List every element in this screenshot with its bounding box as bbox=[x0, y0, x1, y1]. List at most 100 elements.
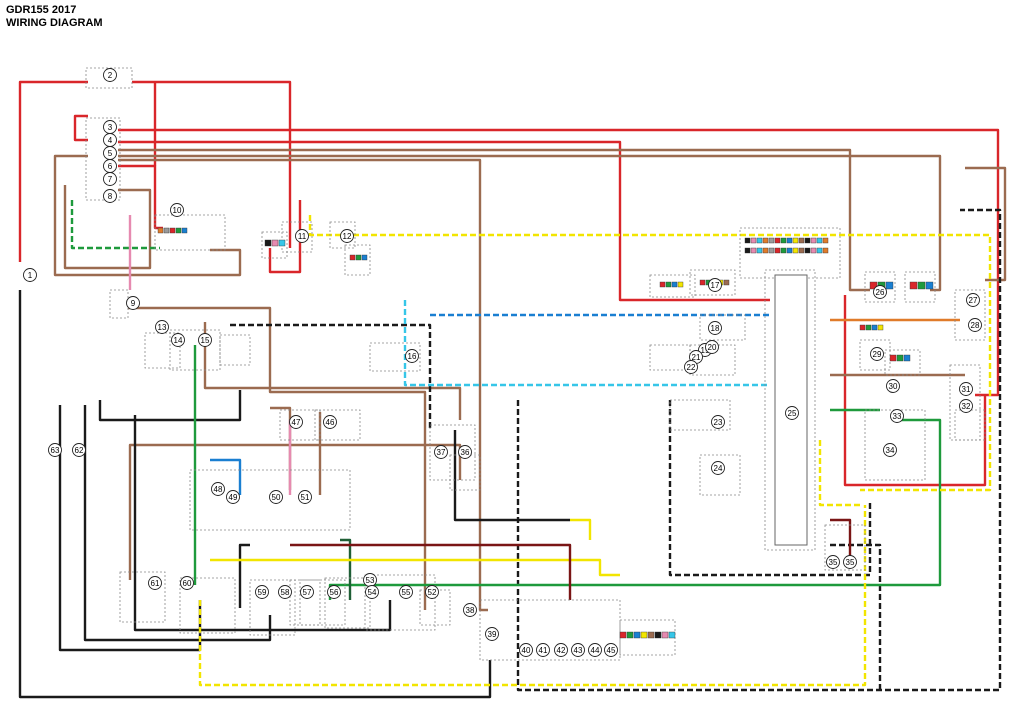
callout-number: 48 bbox=[214, 485, 223, 494]
callout-number: 15 bbox=[201, 336, 210, 345]
connector-pin bbox=[816, 247, 823, 254]
component-callout-29: 29 bbox=[870, 347, 884, 361]
wire-brown bbox=[128, 306, 427, 610]
connector-pin bbox=[169, 227, 176, 234]
wire-maroon bbox=[290, 543, 572, 600]
connector-pin bbox=[822, 247, 829, 254]
component-callout-35: 35 bbox=[843, 555, 857, 569]
callout-number: 18 bbox=[711, 324, 720, 333]
component-callout-23: 23 bbox=[711, 415, 725, 429]
component-callout-50: 50 bbox=[269, 490, 283, 504]
connector-outline bbox=[689, 269, 736, 296]
wire-brown bbox=[118, 158, 488, 612]
connector-outline bbox=[699, 314, 746, 341]
component-callout-61: 61 bbox=[148, 576, 162, 590]
component-callout-44: 44 bbox=[588, 643, 602, 657]
callout-number: 42 bbox=[557, 646, 566, 655]
connector-outline bbox=[189, 469, 351, 531]
connector-outline bbox=[249, 579, 296, 636]
diagram-title: WIRING DIAGRAM bbox=[6, 17, 103, 29]
wire-yellow bbox=[818, 440, 860, 507]
wire-brown bbox=[965, 166, 1007, 282]
connector-outline bbox=[329, 221, 356, 249]
callout-number: 50 bbox=[272, 493, 281, 502]
component-callout-53: 53 bbox=[363, 573, 377, 587]
callout-number: 4 bbox=[108, 136, 113, 145]
wire-layer bbox=[18, 80, 1007, 699]
component-callout-2: 2 bbox=[103, 68, 117, 82]
connector-pin bbox=[163, 227, 170, 234]
wire-red bbox=[18, 80, 88, 262]
connector-pin bbox=[917, 281, 926, 290]
wire-yellow bbox=[198, 505, 867, 687]
connector-pin bbox=[659, 281, 666, 288]
connector-pin bbox=[661, 631, 669, 639]
connector-pin bbox=[640, 631, 648, 639]
callout-number: 16 bbox=[408, 352, 417, 361]
wire-brown bbox=[203, 322, 462, 420]
connector-pin bbox=[175, 227, 182, 234]
component-callout-7: 7 bbox=[103, 172, 117, 186]
connector-outline bbox=[864, 271, 896, 303]
connector-pin bbox=[896, 354, 904, 362]
callout-number: 49 bbox=[229, 493, 238, 502]
connector-pin bbox=[822, 237, 829, 244]
wire-red bbox=[132, 80, 292, 248]
connector-outline bbox=[299, 579, 346, 626]
connector-pin bbox=[744, 247, 751, 254]
connector-pin bbox=[774, 237, 781, 244]
callout-number: 17 bbox=[711, 281, 720, 290]
callout-number: 10 bbox=[173, 206, 182, 215]
connector-pin bbox=[869, 281, 878, 290]
connector-outline bbox=[824, 524, 866, 571]
connector-pin bbox=[768, 237, 775, 244]
connector-outline bbox=[669, 399, 731, 431]
component-callout-37: 37 bbox=[434, 445, 448, 459]
callout-number: 44 bbox=[591, 646, 600, 655]
component-callout-18: 18 bbox=[708, 321, 722, 335]
wire-red bbox=[118, 128, 1000, 397]
component-callout-35: 35 bbox=[826, 555, 840, 569]
connector-outline bbox=[179, 577, 236, 634]
wire-brown bbox=[150, 443, 462, 480]
component-callout-47: 47 bbox=[289, 415, 303, 429]
callout-number: 3 bbox=[108, 123, 113, 132]
component-callout-51: 51 bbox=[298, 490, 312, 504]
connector-pin bbox=[668, 631, 676, 639]
connector-pin bbox=[792, 247, 799, 254]
connector-outline bbox=[281, 221, 313, 253]
connector-pin bbox=[816, 237, 823, 244]
callout-number: 40 bbox=[522, 646, 531, 655]
connector-outline bbox=[154, 214, 226, 251]
callout-number: 62 bbox=[75, 446, 84, 455]
callout-number: 32 bbox=[962, 402, 971, 411]
connector-pin bbox=[768, 247, 775, 254]
callout-number: 27 bbox=[969, 296, 978, 305]
callout-number: 11 bbox=[298, 232, 307, 241]
title-block: GDR155 2017 WIRING DIAGRAM bbox=[6, 4, 103, 30]
callout-number: 5 bbox=[108, 149, 113, 158]
component-callout-4: 4 bbox=[103, 133, 117, 147]
callout-number: 8 bbox=[108, 192, 113, 201]
component-callout-48: 48 bbox=[211, 482, 225, 496]
connector-pin bbox=[798, 237, 805, 244]
callout-number: 12 bbox=[343, 232, 352, 241]
wire-black bbox=[58, 405, 202, 652]
component-callout-58: 58 bbox=[278, 585, 292, 599]
connector-pin bbox=[355, 254, 362, 261]
connector-outline bbox=[689, 344, 736, 376]
wire-green bbox=[328, 418, 942, 600]
component-callout-11: 11 bbox=[295, 229, 309, 243]
callout-number: 37 bbox=[437, 448, 446, 457]
connector-pin bbox=[264, 239, 272, 247]
wire-brown bbox=[128, 443, 150, 580]
callout-number: 35 bbox=[846, 558, 855, 567]
component-callout-6: 6 bbox=[103, 159, 117, 173]
callout-number: 21 bbox=[692, 353, 701, 362]
connector-pin bbox=[744, 237, 751, 244]
component-callout-43: 43 bbox=[571, 643, 585, 657]
wire-yellow bbox=[570, 518, 592, 540]
callout-number: 53 bbox=[366, 576, 375, 585]
connector-outline bbox=[344, 244, 371, 276]
callout-number: 14 bbox=[174, 336, 183, 345]
